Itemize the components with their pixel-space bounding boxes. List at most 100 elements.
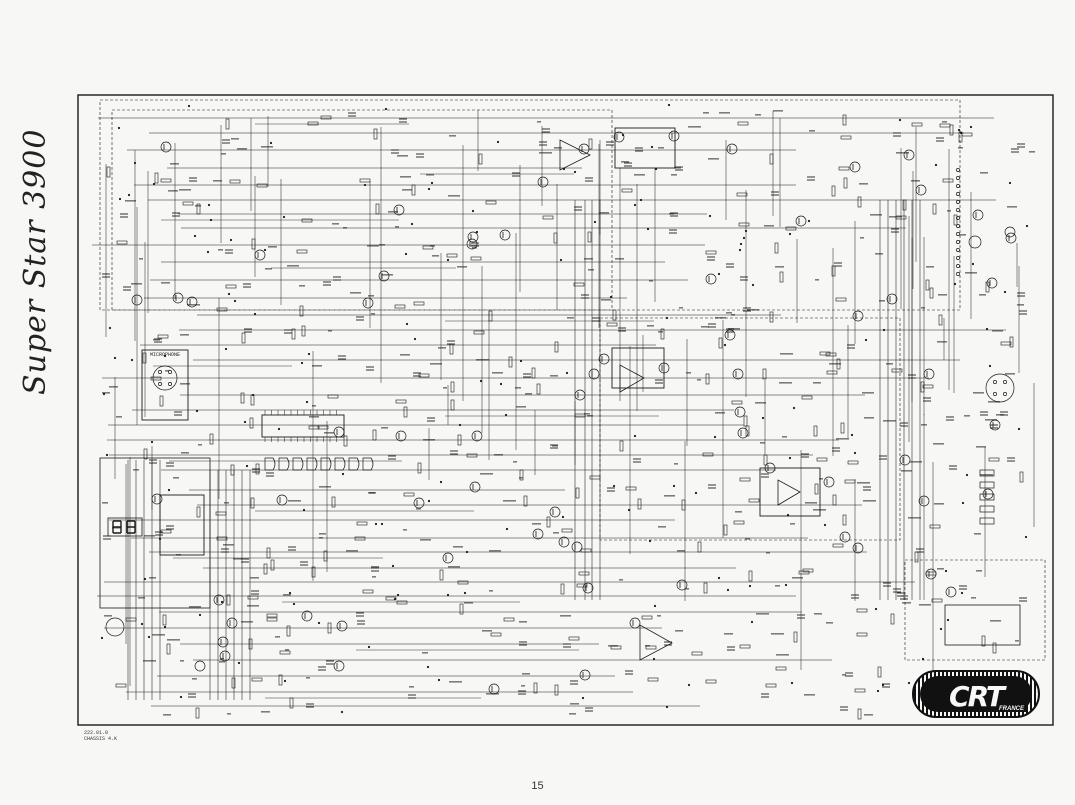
component-label-mark (724, 633, 733, 635)
component-label-mark (180, 383, 190, 385)
din-pin (1003, 392, 1007, 396)
component-label-mark (537, 121, 541, 123)
component-label-mark (601, 299, 611, 301)
component-label-mark (268, 246, 277, 248)
resistor (738, 222, 750, 227)
component-label-mark (486, 693, 499, 695)
resistor (842, 114, 847, 126)
resistor (958, 131, 963, 143)
component-label-mark (453, 546, 463, 548)
resistor (395, 399, 407, 404)
resistor (411, 184, 416, 196)
junction-dot (882, 328, 886, 332)
resistor (775, 666, 787, 671)
power-connector (944, 604, 1021, 646)
transistor-symbol (945, 586, 957, 598)
resistor (854, 688, 866, 693)
junction-dot (807, 219, 811, 223)
resistor (702, 452, 714, 457)
connector-pin (956, 240, 960, 244)
transistor-symbol (301, 610, 313, 622)
resistor (835, 297, 847, 302)
component-label-mark (1029, 151, 1035, 153)
component-label-mark (988, 401, 1000, 403)
component-label-mark (921, 424, 927, 426)
transistor-symbol (467, 231, 479, 243)
junction-dot (944, 569, 948, 573)
transistor-symbol (972, 209, 984, 221)
junction-dot (969, 125, 973, 129)
resistor (279, 650, 291, 655)
resistor (802, 568, 814, 573)
junction-dot (384, 107, 388, 111)
component-label-mark (938, 294, 947, 296)
resistor (372, 429, 377, 441)
resistor (143, 448, 148, 460)
component-label-mark (494, 454, 503, 456)
component-label-mark (165, 370, 169, 372)
component-label-mark (771, 633, 784, 635)
junction-dot (479, 379, 483, 383)
connector-pin (956, 168, 960, 172)
component-label-mark (649, 280, 653, 282)
component-label-mark (815, 279, 819, 281)
component-label-mark (400, 176, 411, 178)
component-label-mark (567, 317, 574, 319)
component-label-mark (947, 210, 951, 212)
component-label-mark (1017, 304, 1024, 306)
resistor (739, 644, 751, 649)
transistor-symbol (1005, 232, 1017, 244)
resistor (154, 172, 159, 184)
resistor (857, 708, 862, 720)
transistor-symbol (574, 389, 586, 401)
resistor (739, 477, 751, 482)
component-label-mark (525, 393, 532, 395)
component-label-mark (864, 714, 873, 716)
resistor (621, 188, 633, 193)
junction-dot (621, 133, 625, 137)
component-label-mark (368, 295, 374, 297)
junction-dot (738, 248, 742, 252)
component-label-mark (782, 436, 787, 438)
component-label-mark (809, 130, 815, 132)
component-label-mark (233, 558, 242, 560)
resistor (250, 497, 255, 509)
transistor-symbol (839, 531, 851, 543)
component-label-mark (231, 138, 239, 140)
resistor (606, 322, 618, 327)
transistor-symbol (160, 141, 172, 153)
component-label-mark (621, 161, 629, 163)
junction-dot (220, 600, 224, 604)
junction-dot (302, 508, 306, 512)
resistor (641, 615, 653, 620)
resistor (263, 563, 268, 575)
junction-dot (593, 220, 597, 224)
component-label-mark (679, 307, 683, 309)
resistor (229, 179, 241, 184)
resistor (560, 583, 565, 595)
component-label-mark (664, 495, 675, 497)
resistor (449, 343, 454, 355)
resistor (362, 589, 374, 594)
junction-dot (744, 229, 748, 233)
resistor (317, 425, 329, 430)
resistor (251, 677, 263, 682)
resistor (225, 118, 230, 130)
resistor (748, 570, 753, 582)
resistor (645, 645, 657, 650)
resistor (323, 550, 328, 562)
component-label-mark (870, 214, 882, 216)
junction-dot (195, 409, 199, 413)
transistor-symbol (413, 497, 425, 509)
component-label-mark (139, 258, 143, 260)
component-label-mark (553, 532, 559, 534)
component-label-mark (149, 577, 156, 579)
seven-segment-display (107, 517, 143, 537)
transistor-symbol (613, 131, 625, 143)
din-connector (985, 373, 1015, 403)
handwritten-title: Super Star 3900 (18, 128, 53, 395)
junction-dot (627, 508, 631, 512)
resistor (247, 595, 259, 600)
resistor (116, 240, 128, 245)
junction-dot (367, 645, 371, 649)
